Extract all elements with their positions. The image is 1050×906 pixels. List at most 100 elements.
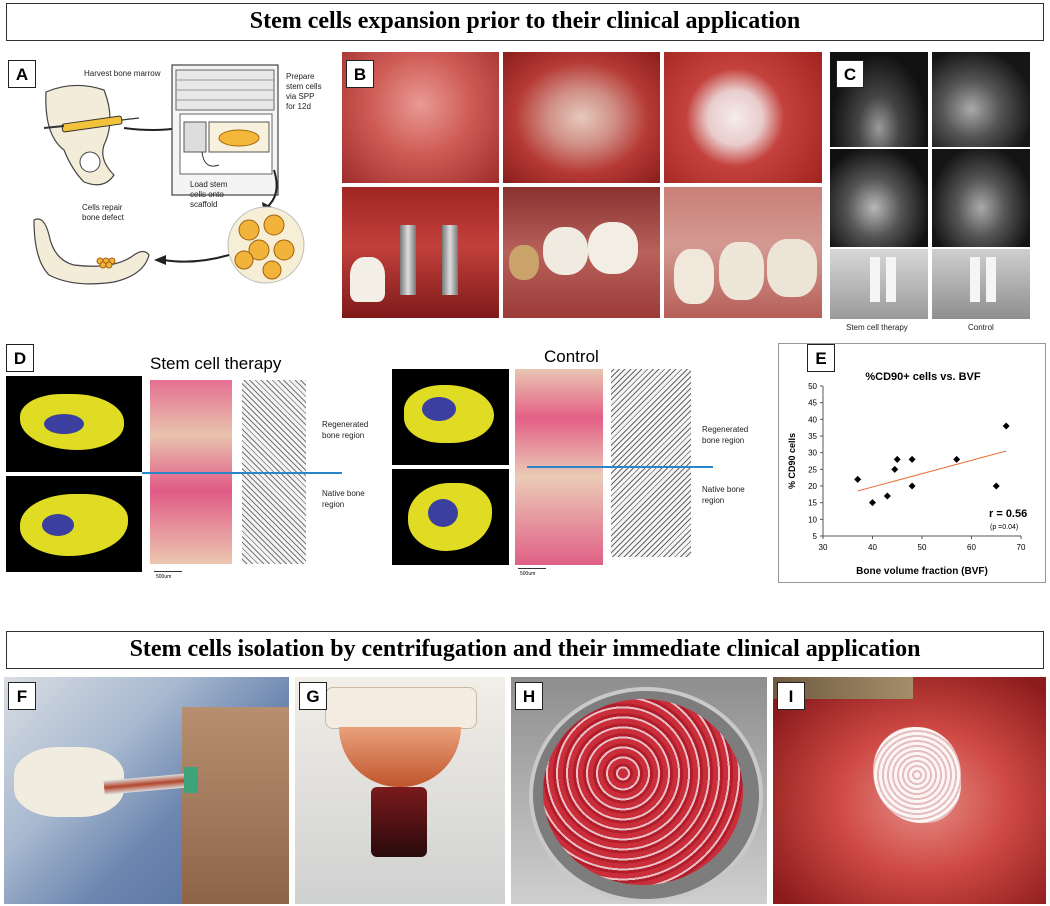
render-3d-control-1 xyxy=(392,369,509,465)
y-tick-label: 35 xyxy=(808,432,817,441)
correlation-label: r = 0.56 xyxy=(989,508,1027,520)
y-tick-label: 45 xyxy=(808,399,817,408)
divider-line-control xyxy=(527,466,713,468)
title-stem-cell-therapy: Stem cell therapy xyxy=(150,354,282,373)
stem-cell-workflow-illustration xyxy=(33,64,305,285)
panel-label-f: F xyxy=(8,682,36,710)
divider-line-therapy xyxy=(142,472,342,474)
scatter-point xyxy=(883,492,891,500)
photo-b6-restored xyxy=(664,187,822,318)
panel-d: D Stem cell therapy Control Regenerated … xyxy=(4,342,794,582)
panel-label-g: G xyxy=(299,682,327,710)
y-tick-label: 40 xyxy=(808,415,817,424)
photo-g-centrifuge-tube xyxy=(295,677,505,904)
tooth xyxy=(719,242,764,300)
crown xyxy=(509,245,539,280)
harvest-label: Harvest bone marrow xyxy=(84,69,161,78)
native-label-control: Native bone region xyxy=(702,485,745,505)
trend-line xyxy=(857,450,1007,492)
panel-label-c: C xyxy=(836,60,864,88)
bottom-title-banner: Stem cells isolation by centrifugation a… xyxy=(6,631,1044,669)
regenerated-label-therapy: Regenerated bone region xyxy=(322,420,369,440)
top-title-banner: Stem cells expansion prior to their clin… xyxy=(6,3,1044,41)
caption-control: Control xyxy=(968,323,994,332)
panel-label-i: I xyxy=(777,682,805,710)
render-3d-control-2 xyxy=(392,469,509,565)
scatter-point xyxy=(893,455,901,463)
implant-xray xyxy=(986,257,996,302)
scatter-point xyxy=(953,455,961,463)
tooth xyxy=(350,257,385,302)
scatter-point xyxy=(869,499,876,507)
prepare-label: Prepare stem cells via SPP for 12d xyxy=(286,72,322,111)
panel-c: C Stem cell therapy Control xyxy=(830,52,1030,337)
scatter-point xyxy=(891,465,899,473)
photo-b3-graft xyxy=(664,52,822,183)
scatter-point xyxy=(908,455,916,463)
scatter-point xyxy=(1002,422,1010,430)
implant-xray xyxy=(870,257,880,302)
scale-label-control: 500um xyxy=(520,571,536,577)
photo-i-graft-placement xyxy=(773,677,1046,904)
syringe-icon xyxy=(43,115,140,133)
microct-control xyxy=(611,369,691,557)
panel-a: A xyxy=(4,50,340,325)
x-tick-label: 30 xyxy=(819,543,828,552)
photo-f-bone-marrow-aspiration xyxy=(4,677,289,904)
load-label: Load stem cells onto scaffold xyxy=(190,180,228,209)
xray-therapy xyxy=(830,249,928,319)
scatter-point xyxy=(992,482,1000,490)
regenerated-label-control: Regenerated bone region xyxy=(702,425,749,445)
y-tick-label: 20 xyxy=(808,482,817,491)
photo-b2-flap xyxy=(503,52,660,183)
y-tick-label: 15 xyxy=(808,499,817,508)
incubator-icon xyxy=(171,64,279,196)
y-tick-label: 30 xyxy=(808,449,817,458)
bottom-title: Stem cells isolation by centrifugation a… xyxy=(129,636,921,662)
implant-post xyxy=(400,225,416,295)
y-tick-label: 25 xyxy=(808,465,817,474)
scatter-point xyxy=(854,475,862,483)
scaffold-icon xyxy=(227,206,305,284)
scale-bar-therapy xyxy=(154,571,182,572)
y-axis-label: % CD90 cells xyxy=(787,433,797,489)
tooth xyxy=(674,249,714,304)
ct-scan-control-1 xyxy=(932,52,1030,147)
p-value-label: (p =0.04) xyxy=(990,524,1018,531)
tooth xyxy=(767,239,817,297)
y-tick-label: 5 xyxy=(813,532,818,541)
photo-h-graft-material xyxy=(511,677,767,904)
caption-stem-cell-therapy: Stem cell therapy xyxy=(846,323,908,332)
scale-bar-control xyxy=(518,568,546,569)
repair-label: Cells repair bone defect xyxy=(82,203,124,222)
x-tick-label: 50 xyxy=(918,543,927,552)
y-tick-label: 50 xyxy=(808,382,817,391)
scatter-point xyxy=(908,482,916,490)
render-3d-therapy-2 xyxy=(6,476,142,572)
photo-b4-implants xyxy=(342,187,499,318)
panel-label-e: E xyxy=(807,344,835,372)
x-axis-label: Bone volume fraction (BVF) xyxy=(856,566,988,577)
title-control: Control xyxy=(544,347,599,366)
implant-xray xyxy=(886,257,896,302)
x-tick-label: 60 xyxy=(967,543,976,552)
panel-label-d: D xyxy=(6,344,34,372)
panel-b: B xyxy=(342,52,822,318)
panel-label-b: B xyxy=(346,60,374,88)
chart-title: %CD90+ cells vs. BVF xyxy=(865,371,981,383)
implant-post xyxy=(442,225,458,295)
xray-control xyxy=(932,249,1030,319)
x-tick-label: 40 xyxy=(868,543,877,552)
crown xyxy=(543,227,588,275)
panel-label-h: H xyxy=(515,682,543,710)
implant-xray xyxy=(970,257,980,302)
crown xyxy=(588,222,638,274)
photo-b5-crowns xyxy=(503,187,660,318)
native-label-therapy: Native bone region xyxy=(322,489,365,509)
panel-label-a: A xyxy=(8,60,36,88)
ct-scan-control-2 xyxy=(932,149,1030,247)
top-title: Stem cells expansion prior to their clin… xyxy=(249,8,801,34)
x-tick-label: 70 xyxy=(1017,543,1026,552)
